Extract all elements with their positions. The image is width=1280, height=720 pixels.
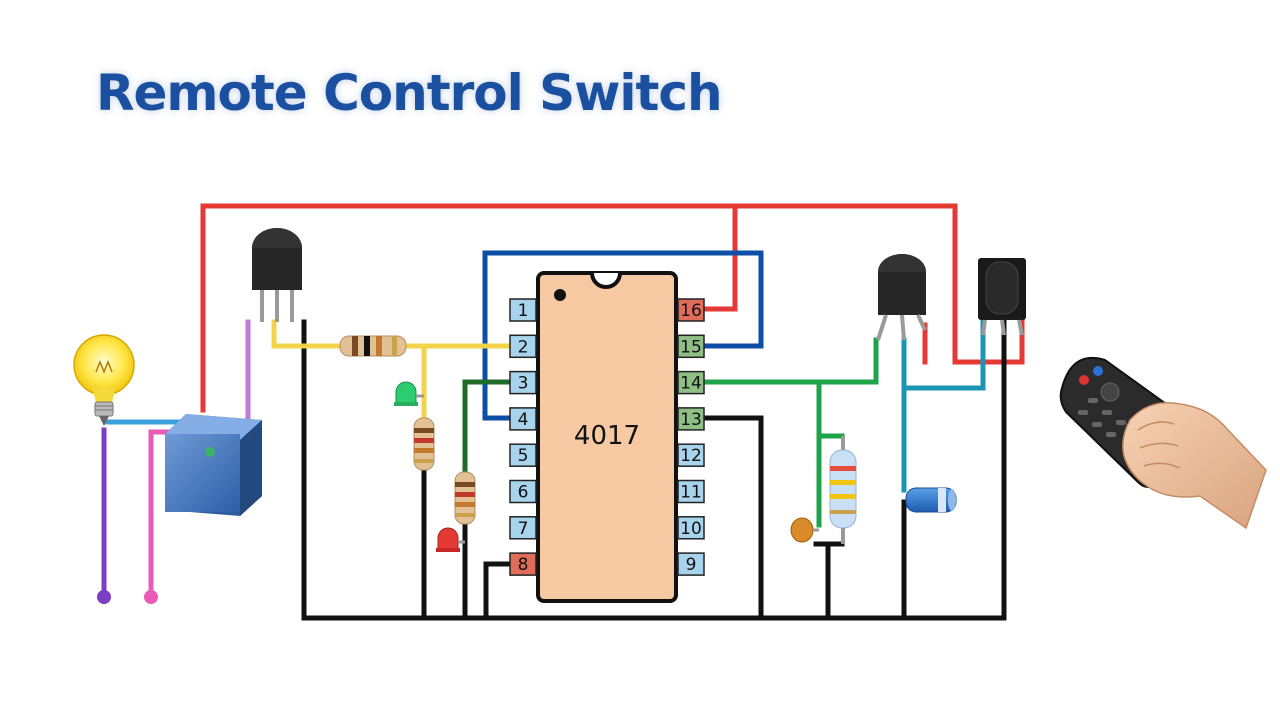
ic-pin-right-label: 15	[680, 337, 702, 357]
green-led-icon	[394, 381, 424, 406]
ic-pin-left-label: 8	[518, 555, 529, 575]
ic-pin-left-label: 2	[518, 337, 529, 357]
ic-pin-left-label: 4	[518, 410, 529, 430]
relay-icon	[165, 414, 262, 516]
electrolytic-capacitor-icon	[905, 487, 957, 513]
ic-pin-left-box	[509, 516, 537, 540]
wire-black-cap1	[813, 541, 845, 621]
ic-pin-right-label: 11	[680, 483, 702, 503]
ic-pin-left-box	[509, 370, 537, 395]
ic-pin-right-label: 13	[680, 410, 702, 430]
ir-receiver-icon	[978, 258, 1026, 336]
wire-black-pin13	[702, 415, 764, 621]
ic-pin-right-box	[677, 334, 705, 359]
ic-right-pins: 16 15 14 13 12 11 10 9	[677, 298, 705, 576]
ic-notch	[590, 272, 622, 289]
wire-yellow-base	[271, 319, 515, 349]
ic-pin-left-label: 3	[518, 374, 529, 394]
ic-pin-right-label: 10	[680, 519, 702, 539]
wire-green-clock	[702, 337, 879, 385]
wires	[101, 203, 1025, 621]
ic-pin-left-box	[509, 443, 537, 467]
ic-pin-left-label: 5	[518, 446, 529, 466]
resistor-icon	[339, 335, 407, 357]
ic-pin-left-box	[509, 407, 537, 431]
wire-darkgreen-pin3	[462, 379, 515, 473]
ic-pin-right-box	[677, 443, 705, 467]
ic-pin-right-box	[677, 298, 705, 322]
light-bulb-icon	[73, 334, 135, 426]
ic-pin1-dot	[554, 289, 566, 301]
wire-green-rc	[816, 379, 845, 528]
ic-pin-right-label: 16	[680, 301, 702, 321]
ic-pin-right-box	[677, 552, 705, 576]
ic-pin-right-label: 14	[680, 374, 702, 394]
ic-pin-right-box	[677, 479, 705, 504]
transistor-icon	[876, 254, 927, 341]
wire-black-pin8	[483, 561, 515, 621]
resistor-icon	[413, 417, 435, 471]
resistor-icon	[829, 436, 857, 544]
page-title: Remote Control Switch	[96, 64, 723, 122]
ic-pin-right-box	[677, 516, 705, 540]
ic-pin-right-box	[677, 407, 705, 431]
ic-pin-left-label: 6	[518, 483, 529, 503]
ic-pin-right-label: 12	[680, 446, 702, 466]
ceramic-capacitor-icon	[790, 517, 819, 543]
wire-black-ground	[301, 319, 1007, 621]
ic-pin-left-box	[509, 552, 537, 576]
ic-pin-right-label: 9	[686, 555, 697, 575]
ic-pin-left-label: 7	[518, 519, 529, 539]
terminal-pink	[144, 590, 158, 604]
wire-blue-reset	[482, 250, 764, 421]
wire-red-supply	[200, 203, 1025, 413]
ic-pin-left-box	[509, 298, 537, 322]
ic-left-pins: 1 2 3 4 5 6 7 8	[509, 298, 537, 576]
transistor-icon	[252, 228, 302, 322]
ic-pin-left-label: 1	[518, 301, 529, 321]
hand-icon	[1122, 402, 1267, 530]
ic-pin-right-box	[677, 370, 705, 395]
ic-pin-left-box	[509, 334, 537, 359]
red-led-icon	[436, 527, 465, 552]
wire-red-pin16	[702, 203, 738, 312]
ic-pin-left-box	[509, 479, 537, 504]
ic-label: 4017	[574, 421, 640, 451]
resistor-icon	[454, 471, 476, 525]
wire-teal-ir	[901, 319, 986, 391]
terminal-purple	[97, 590, 111, 604]
